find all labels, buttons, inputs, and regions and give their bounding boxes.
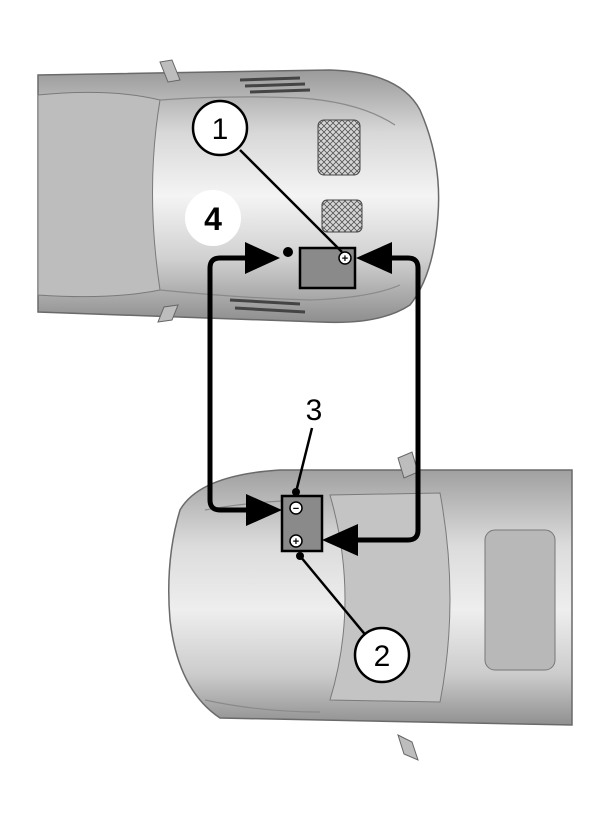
bottom-battery: − + (280, 494, 324, 553)
cable-arrowheads (245, 242, 392, 556)
top-vehicle-mirror-top (159, 59, 181, 83)
bottom-battery-positive-terminal (289, 534, 303, 548)
top-vehicle (37, 59, 440, 324)
top-vehicle-grille-lower (321, 199, 363, 233)
top-vehicle-grille-upper (317, 119, 361, 176)
callout-4: 4 (185, 190, 241, 246)
callout-1-leader (239, 149, 343, 253)
callout-3-dot (292, 488, 300, 496)
callout-1: 1 (191, 99, 343, 253)
callout-2-leader (299, 555, 369, 639)
top-vehicle-vent-bottom (229, 298, 306, 314)
arrow-positive-top (356, 242, 392, 274)
arrow-negative-bottom (246, 494, 282, 526)
top-battery-box (298, 246, 357, 290)
callout-3-leader (294, 427, 314, 493)
arrow-positive-bottom (322, 524, 358, 556)
callout-3-label: 3 (306, 394, 323, 427)
callout-4-label: 4 (204, 201, 222, 237)
top-battery: + (298, 246, 357, 290)
top-vehicle-mirror-bottom (157, 304, 179, 323)
callout-3: 3 (292, 394, 322, 496)
top-vehicle-vent-top (239, 76, 311, 94)
top-vehicle-hood-line (159, 96, 401, 301)
negative-cable (207, 255, 272, 513)
top-battery-positive-sign: + (342, 253, 348, 265)
callout-2-dot (296, 552, 304, 560)
callout-2: 2 (296, 552, 411, 684)
top-vehicle-windshield (37, 91, 161, 298)
arrow-negative-top (245, 242, 280, 274)
positive-cable (340, 255, 421, 543)
callout-2-label: 2 (374, 640, 391, 673)
bottom-vehicle (168, 451, 573, 761)
bottom-vehicle-mirror-bottom (397, 734, 419, 761)
bottom-battery-negative-terminal (289, 501, 303, 515)
bottom-battery-positive-sign: + (293, 536, 299, 548)
callout-1-label: 1 (212, 113, 229, 146)
bottom-battery-negative-sign: − (293, 503, 299, 515)
callout-2-circle (353, 626, 411, 684)
callout-4-circle (185, 190, 241, 246)
ground-point (283, 247, 293, 257)
bottom-vehicle-sunroof (484, 529, 556, 671)
callout-1-circle (191, 99, 249, 157)
top-battery-positive-terminal (338, 251, 352, 265)
jumper-cables (207, 255, 421, 543)
